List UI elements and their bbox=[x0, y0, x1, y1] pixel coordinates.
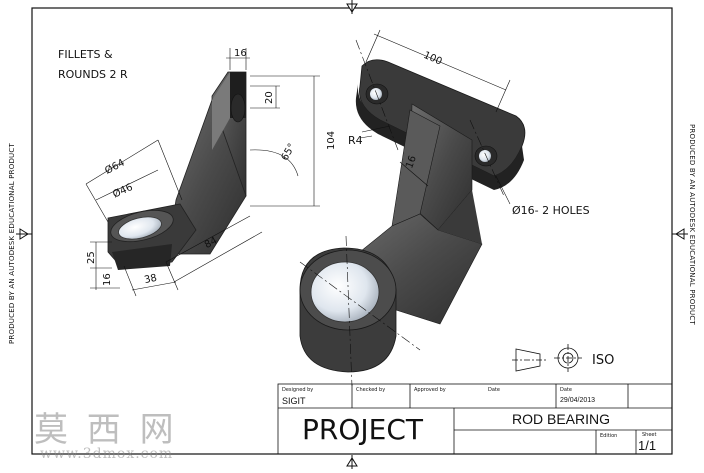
checked-by-label: Checked by bbox=[356, 387, 386, 393]
centering-marks bbox=[16, 0, 688, 469]
side-view-part bbox=[107, 71, 247, 270]
designed-by-value: SIGIT bbox=[282, 396, 306, 406]
projection-symbol-label: ISO bbox=[592, 353, 614, 368]
dim-arm-length: 84 bbox=[203, 235, 219, 251]
approved-by-label: Approved by bbox=[414, 387, 446, 393]
watermark-chinese: 莫 西 网 bbox=[34, 410, 178, 450]
part-name: ROD BEARING bbox=[512, 411, 611, 427]
side-view-dimensions bbox=[85, 48, 320, 297]
dim-base-length: 38 bbox=[143, 273, 158, 286]
side-text-right: PRODUCED BY AN AUTODESK EDUCATIONAL PROD… bbox=[688, 124, 696, 325]
dim-length: 100 bbox=[422, 50, 444, 68]
note-radius: R4 bbox=[348, 134, 363, 147]
dim-inner-diameter: Ø46 bbox=[111, 181, 135, 200]
project-name: PROJECT bbox=[302, 413, 423, 446]
sheet-value: 1/1 bbox=[638, 438, 657, 453]
title-block-lines bbox=[277, 383, 673, 455]
dim-upper-height: 20 bbox=[264, 91, 275, 104]
dim-base-thickness: 16 bbox=[102, 273, 113, 286]
designed-by-label: Designed by bbox=[282, 387, 314, 393]
side-text-left: PRODUCED BY AN AUTODESK EDUCATIONAL PROD… bbox=[8, 143, 16, 344]
sheet-label: Sheet bbox=[642, 432, 657, 438]
date-value: 29/04/2013 bbox=[560, 397, 596, 404]
watermark-url: www.3dmox.com bbox=[40, 446, 174, 462]
dim-angle: 65° bbox=[280, 142, 298, 163]
note-fillets-line2: ROUNDS 2 R bbox=[58, 68, 128, 81]
note-holes: Ø16- 2 HOLES bbox=[512, 204, 590, 217]
date-label-1: Date bbox=[488, 387, 500, 393]
dim-total-height: 104 bbox=[326, 131, 337, 150]
edition-label: Edition bbox=[600, 433, 618, 439]
isometric-dimensions bbox=[299, 29, 511, 387]
date-label-2: Date bbox=[560, 387, 572, 393]
dim-outer-diameter: Ø64 bbox=[103, 157, 127, 177]
isometric-part bbox=[299, 59, 526, 373]
projection-symbol bbox=[512, 344, 582, 372]
dim-top-width: 16 bbox=[234, 48, 247, 59]
dim-base-height: 25 bbox=[86, 251, 97, 264]
dim-rib-thickness: 16 bbox=[404, 154, 419, 170]
note-fillets-line1: FILLETS & bbox=[58, 48, 113, 61]
